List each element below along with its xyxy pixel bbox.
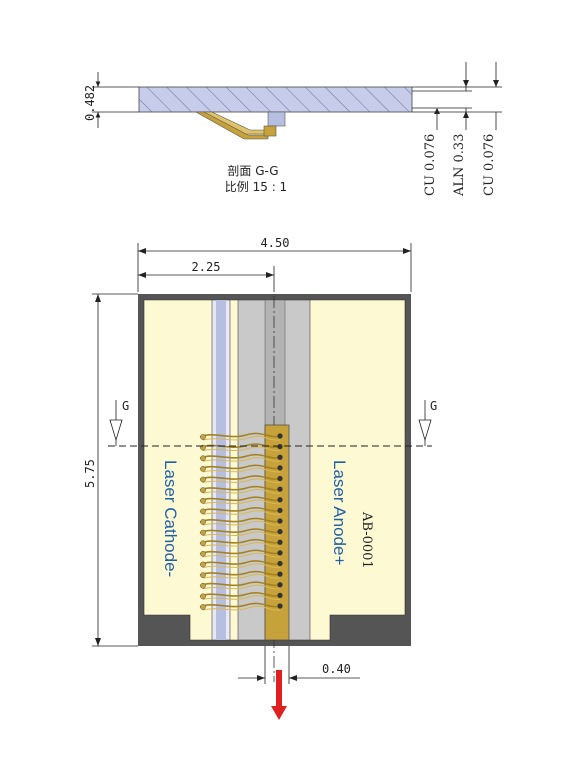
bond-wire-shadow — [202, 478, 281, 484]
bond-wire-shadow — [202, 467, 281, 473]
bond-wire — [199, 507, 283, 513]
wire-bond-right — [277, 465, 283, 471]
wire-bond-right — [277, 603, 283, 609]
wire-bond-right — [277, 475, 283, 482]
bond-wire — [199, 453, 283, 459]
bond-wire — [199, 464, 283, 470]
section-line: G G — [108, 399, 437, 447]
anode-label: Laser Anode+ — [330, 460, 349, 565]
bond-wire-shadow — [202, 595, 281, 600]
emission-arrow — [271, 670, 287, 720]
bond-wire — [199, 592, 283, 598]
bond-wire-shadow — [202, 531, 281, 537]
bond-wire-shadow — [202, 510, 281, 515]
wire-bond-right — [277, 571, 283, 577]
bond-wire-shadow — [202, 552, 281, 558]
bond-wire-shadow — [202, 435, 281, 441]
section-mark-left: G — [122, 399, 129, 413]
wire-bond-left — [200, 519, 206, 525]
part-code: AB-0001 — [359, 511, 374, 569]
wire-bond-left — [200, 529, 206, 536]
dim-layers: CU 0.076 ALN 0.33 CU 0.076 — [412, 62, 502, 197]
wire-bond-left — [200, 455, 206, 462]
dim-height-label: 5.75 — [83, 459, 97, 488]
bond-wire — [199, 570, 283, 576]
wire-bond-left — [200, 466, 206, 472]
wire-bond-right — [277, 518, 283, 524]
wire-bond-left — [200, 497, 206, 504]
wire-bond-right — [277, 486, 283, 492]
bond-wire — [199, 602, 283, 608]
wire-bond-right — [277, 529, 283, 535]
wire-bond-left — [200, 487, 206, 493]
layer-label-mid: ALN 0.33 — [452, 134, 467, 197]
wire-bond-left — [200, 582, 206, 589]
wire-bond-right — [277, 560, 283, 567]
bond-wire-shadow — [202, 563, 281, 569]
bond-wires — [199, 432, 283, 611]
dim-pin: 0.40 — [238, 646, 360, 684]
dim-thickness-label: 0.482 — [83, 85, 97, 121]
wire-bond-left — [200, 551, 206, 557]
section-mark-right: G — [430, 399, 437, 413]
bond-wire-shadow — [202, 520, 281, 526]
layer-label-top: CU 0.076 — [423, 134, 438, 196]
section-scale: 比例 15 : 1 — [225, 180, 287, 194]
cathode-label: Laser Cathode- — [161, 460, 180, 577]
bond-wire-shadow — [202, 446, 281, 452]
wire-bond-left — [200, 561, 206, 568]
bond-wire-shadow — [202, 605, 281, 611]
bond-wire-shadow — [202, 499, 281, 505]
bond-wire — [199, 560, 283, 566]
bond-wire-shadow — [202, 457, 281, 462]
bond-wire — [199, 517, 283, 523]
bond-wire — [199, 581, 283, 587]
section-view: 0.482 CU 0.076 ALN 0.33 CU 0.076 剖面 G-G … — [83, 62, 502, 197]
wire-bond-left — [200, 434, 206, 440]
dim-width-label: 4.50 — [261, 236, 290, 250]
bond-wire-shadow — [202, 584, 281, 590]
wire-bond-left — [200, 572, 206, 578]
wire-bond-right — [277, 582, 283, 588]
wire-bond-right — [277, 507, 283, 513]
dim-width: 4.50 — [137, 236, 412, 292]
wire-bond-left — [200, 508, 206, 515]
wire-bond-right — [277, 454, 283, 460]
bond-wire-shadow — [202, 542, 281, 547]
layer-label-bottom: CU 0.076 — [482, 134, 497, 196]
bond-wire — [199, 549, 283, 555]
wire-bond-right — [277, 592, 283, 598]
dim-center-label: 2.25 — [192, 260, 221, 274]
dim-height: 5.75 — [83, 293, 138, 647]
wire-bond-left — [200, 540, 206, 547]
plan-view: 4.50 2.25 5.75 — [83, 236, 437, 720]
wire-bond-left — [200, 604, 206, 610]
dim-center: 2.25 — [138, 260, 275, 292]
section-leads — [194, 111, 286, 140]
bond-wire-shadow — [202, 488, 281, 494]
wire-bond-right — [277, 433, 283, 439]
wire-bond-right — [277, 497, 283, 503]
wire-bond-right — [277, 550, 283, 556]
bond-wire — [199, 496, 283, 502]
bond-wire — [199, 475, 283, 481]
wire-bond-right — [277, 539, 283, 545]
wire-bond-left — [200, 476, 206, 483]
bond-wire — [199, 528, 283, 534]
dim-pin-label: 0.40 — [322, 662, 351, 676]
dim-thickness: 0.482 — [83, 72, 139, 128]
bond-wire — [199, 538, 283, 544]
wire-bond-left — [200, 593, 206, 600]
bond-wire-shadow — [202, 573, 281, 579]
section-title: 剖面 G-G — [227, 164, 278, 178]
stripe-left-inner — [216, 300, 226, 640]
bond-wire — [199, 485, 283, 491]
wire-bond-right — [277, 444, 283, 450]
bond-wire — [199, 432, 283, 438]
